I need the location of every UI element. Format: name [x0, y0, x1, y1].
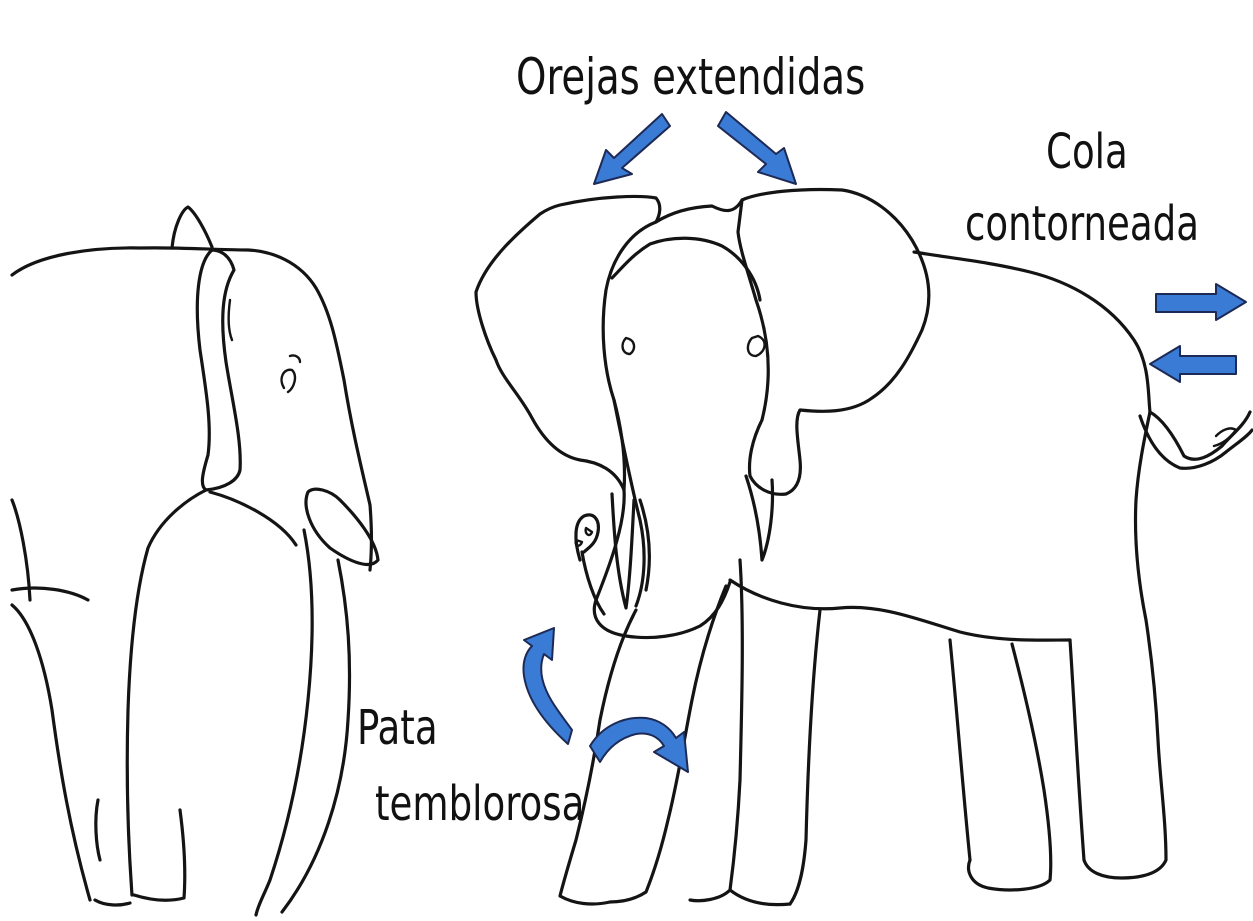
tail-arrow-right [1155, 283, 1247, 321]
ear-arrow-right [717, 111, 797, 185]
leg-arrow-lower [589, 716, 689, 773]
right-elephant-outline [474, 187, 1253, 907]
leg-arrow-upper [522, 627, 573, 745]
tail-label-line1: Cola [1046, 124, 1128, 180]
tail-arrow-left [1149, 345, 1237, 383]
leg-label-line2: temblorosa [375, 776, 585, 832]
ear-arrow-left [593, 113, 671, 185]
leg-label-line1: Pata [357, 700, 438, 756]
left-elephant-outline [10, 205, 380, 917]
ears-label: Orejas extendidas [516, 48, 866, 106]
tail-label-line2: contorneada [965, 196, 1199, 252]
